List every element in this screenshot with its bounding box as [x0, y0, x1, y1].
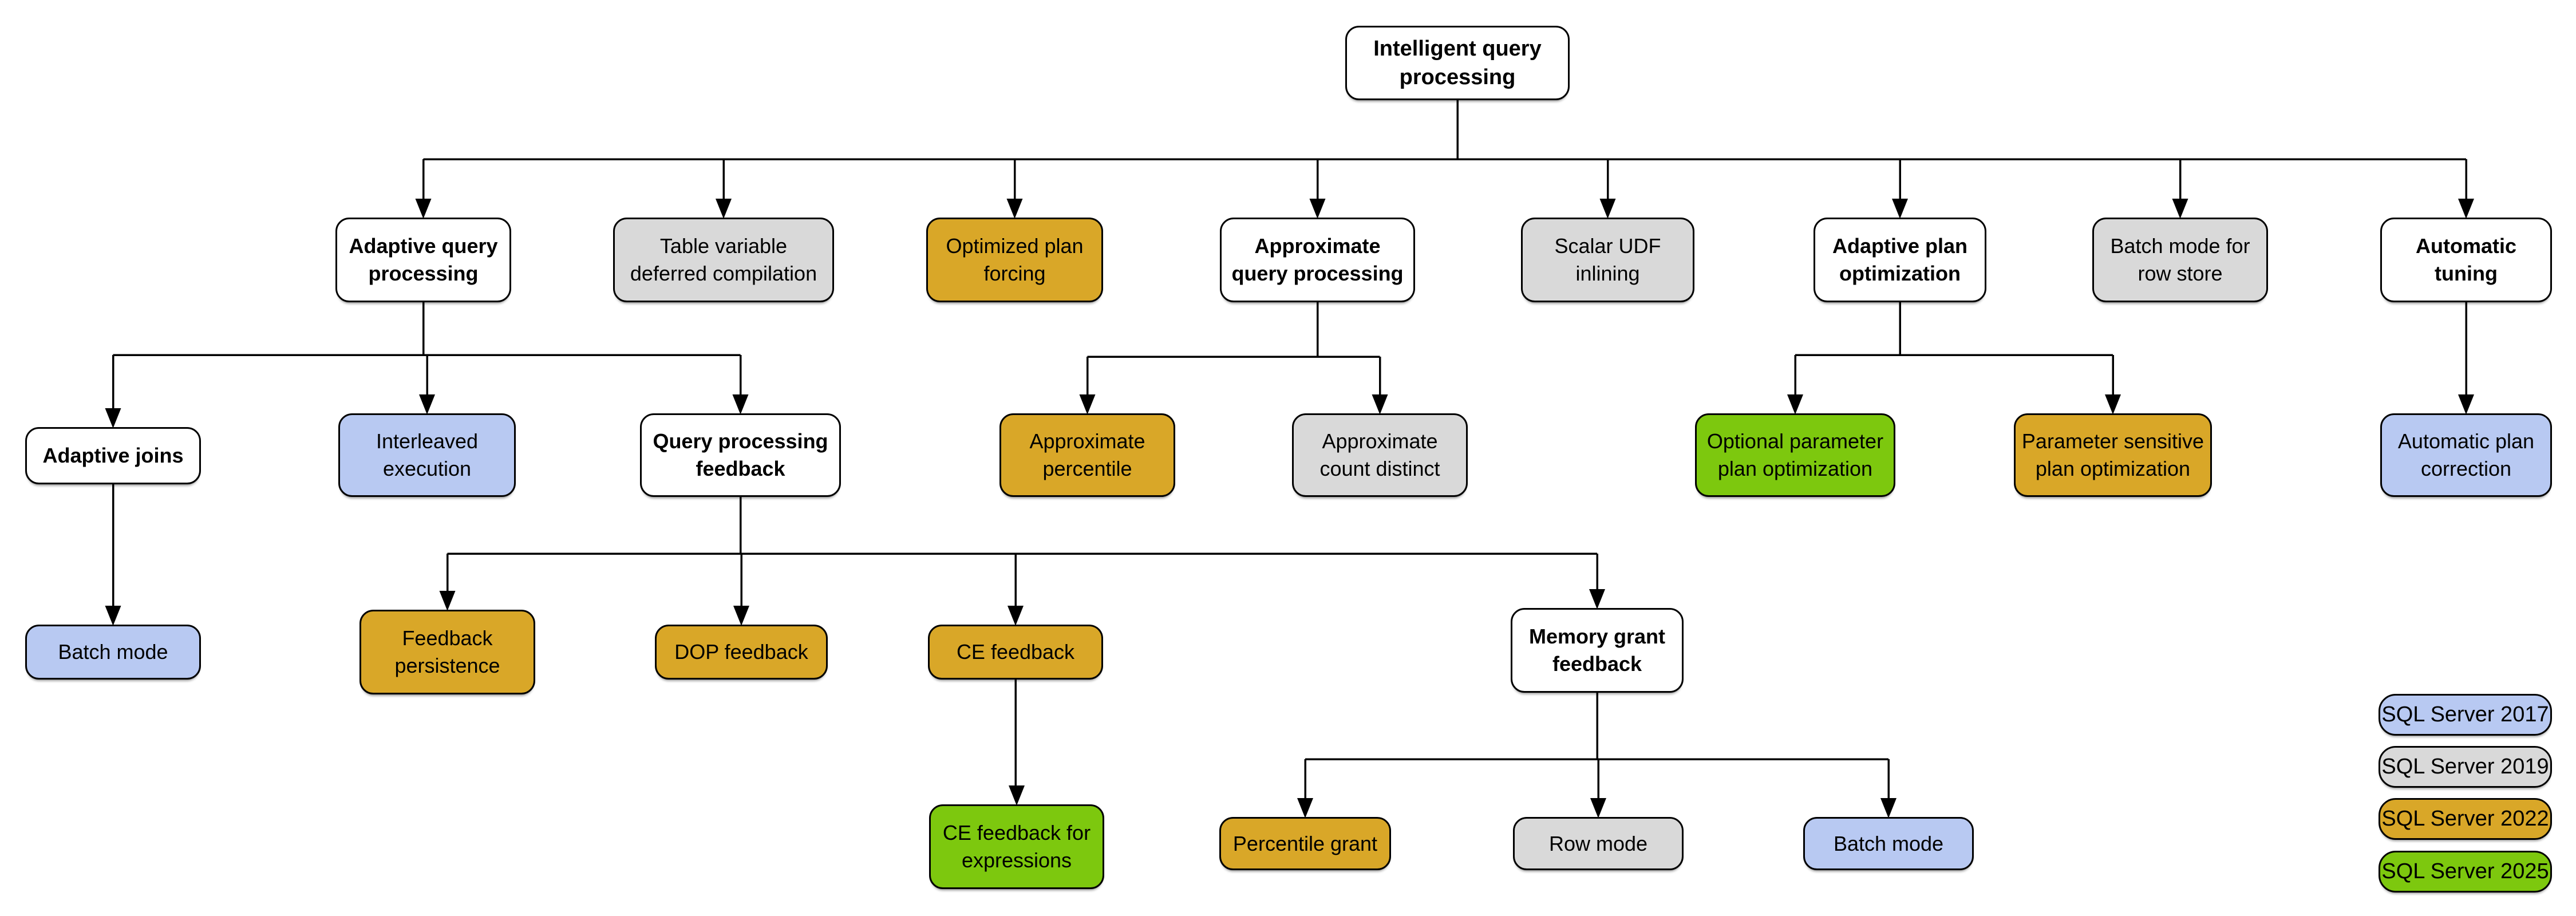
node-sudf: Scalar UDF inlining [1521, 218, 1694, 302]
arrowhead [105, 606, 121, 626]
arrowhead [732, 394, 749, 414]
arrowhead [716, 199, 732, 219]
arrowhead [2172, 199, 2188, 219]
node-bm1: Batch mode [25, 625, 201, 680]
node-aqp: Adaptive query processing [335, 218, 511, 302]
node-fp: Feedback persistence [359, 610, 535, 694]
arrowhead [1008, 606, 1024, 626]
arrowhead [2458, 199, 2474, 219]
node-mgf: Memory grant feedback [1511, 608, 1684, 693]
node-ap: Approximate percentile [999, 413, 1175, 497]
node-apc: Automatic plan correction [2380, 413, 2552, 497]
node-pspo: Parameter sensitive plan optimization [2014, 413, 2212, 497]
node-apo: Adaptive plan optimization [1814, 218, 1986, 302]
node-cefe: CE feedback for expressions [929, 804, 1104, 889]
node-oppo: Optional parameter plan optimization [1695, 413, 1895, 497]
arrowhead [1787, 394, 1803, 414]
arrowhead [105, 408, 121, 428]
legend-item-sql-server-2019: SQL Server 2019 [2379, 746, 2552, 788]
node-opf: Optimized plan forcing [926, 218, 1103, 302]
arrowhead [419, 394, 435, 414]
arrowhead [1589, 589, 1605, 609]
arrowhead [1297, 798, 1313, 818]
node-qpf: Query processing feedback [640, 413, 841, 497]
arrowhead [1006, 199, 1023, 219]
node-at: Automatic tuning [2380, 218, 2552, 302]
arrowhead [733, 606, 749, 626]
node-acd: Approximate count distinct [1292, 413, 1468, 497]
arrowhead [1079, 394, 1096, 414]
arrowhead [1009, 785, 1025, 806]
legend-item-sql-server-2022: SQL Server 2022 [2379, 798, 2552, 840]
node-aj: Adaptive joins [25, 427, 201, 484]
node-bm2: Batch mode [1803, 817, 1974, 870]
arrowhead [1590, 798, 1606, 818]
node-cef: CE feedback [928, 625, 1103, 680]
node-tvdc: Table variable deferred compilation [613, 218, 834, 302]
node-aqproc: Approximate query processing [1220, 218, 1415, 302]
node-dopf: DOP feedback [655, 625, 828, 680]
arrowhead [2105, 394, 2121, 414]
legend-item-sql-server-2025: SQL Server 2025 [2379, 851, 2552, 893]
arrowhead [439, 591, 456, 611]
node-pg: Percentile grant [1219, 817, 1391, 870]
arrowhead [1892, 199, 1908, 219]
arrowhead [1880, 798, 1897, 818]
arrowhead [1309, 199, 1326, 219]
arrowhead [2458, 394, 2474, 414]
node-ie: Interleaved execution [338, 413, 516, 497]
node-rm: Row mode [1513, 817, 1684, 870]
arrowhead [415, 199, 432, 219]
arrowhead [1372, 394, 1388, 414]
node-bmrs: Batch mode for row store [2092, 218, 2268, 302]
legend-item-sql-server-2017: SQL Server 2017 [2379, 694, 2552, 736]
arrowhead [1599, 199, 1616, 219]
node-root: Intelligent query processing [1345, 26, 1570, 100]
